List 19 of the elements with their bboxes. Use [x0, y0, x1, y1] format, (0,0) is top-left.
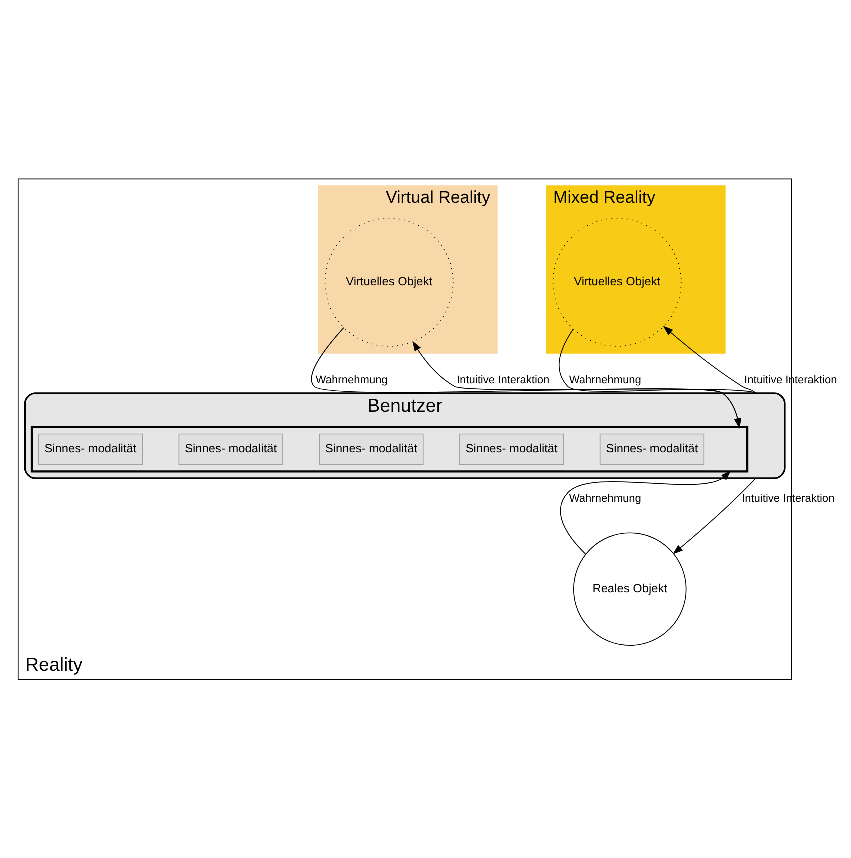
arrow	[412, 340, 756, 394]
edge-label: Wahrnehmung	[316, 374, 388, 386]
node-circle: Virtuelles Objekt	[552, 218, 682, 346]
node-circle: Virtuelles Objekt	[324, 218, 454, 346]
arrow	[672, 478, 756, 554]
node-box: Sinnes- modalität	[600, 433, 705, 465]
arrow	[559, 328, 742, 428]
arrow	[560, 470, 732, 554]
arrow	[663, 325, 756, 394]
node-box: Sinnes- modalität	[460, 433, 564, 465]
node-box: Sinnes- modalität	[178, 433, 284, 465]
edge-label: Intuitive Interaktion	[456, 374, 550, 386]
cluster	[30, 426, 749, 472]
edge-label: Wahrnehmung	[569, 374, 642, 386]
node-circle: Reales Objekt	[573, 532, 687, 646]
node-box: Sinnes- modalität	[319, 433, 424, 465]
edge-label: Wahrnehmung	[569, 492, 642, 504]
node-box: Sinnes- modalität	[38, 433, 144, 465]
arrow	[311, 327, 742, 428]
